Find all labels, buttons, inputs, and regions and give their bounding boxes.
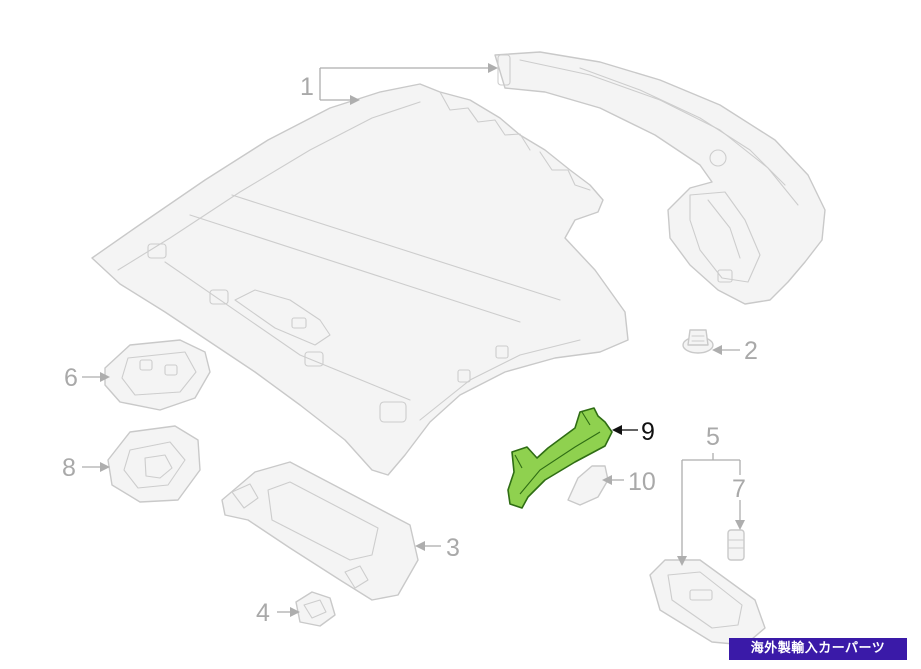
leader-lines — [82, 63, 745, 617]
reading-lamp-part — [649, 559, 766, 646]
rear-trim-panel — [494, 51, 826, 305]
callout-2: 2 — [744, 337, 758, 365]
callout-1: 1 — [300, 73, 314, 101]
callout-6: 6 — [64, 364, 78, 392]
clip-part — [682, 329, 714, 354]
sun-visor-part — [221, 461, 419, 601]
lamp-housing-part — [107, 425, 201, 503]
callout-7: 7 — [732, 475, 746, 503]
callout-8: 8 — [62, 454, 76, 482]
callout-labels: 1 2 3 4 5 6 7 8 9 10 — [62, 73, 758, 627]
lamp-bracket-part — [104, 339, 211, 411]
callout-5: 5 — [706, 423, 720, 451]
headliner-panel — [91, 83, 629, 476]
callout-3: 3 — [446, 534, 460, 562]
grommet-part — [567, 465, 609, 506]
callout-9: 9 — [641, 418, 655, 446]
callout-10: 10 — [628, 468, 656, 496]
shop-watermark-badge: 海外製輸入カーパーツ — [729, 638, 907, 660]
grab-handle-highlighted[interactable] — [507, 407, 613, 509]
visor-clip-part — [295, 591, 336, 627]
lamp-pin-part — [727, 529, 745, 561]
callout-4: 4 — [256, 599, 270, 627]
